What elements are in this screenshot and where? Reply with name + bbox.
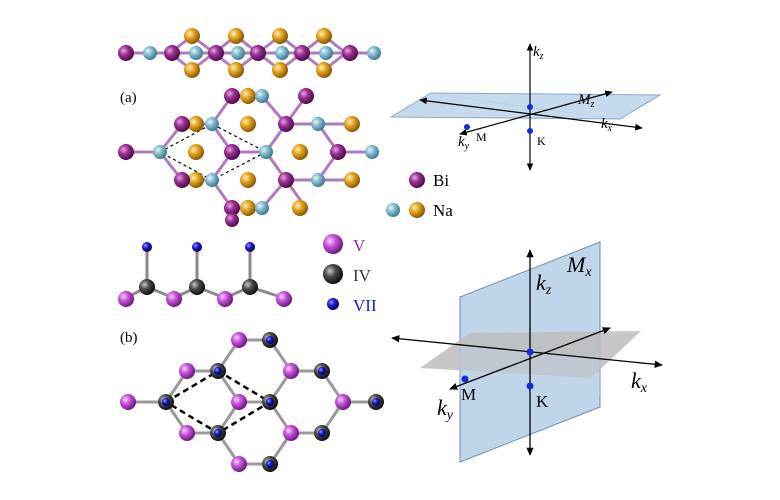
panel-a-legend: Bi Na xyxy=(386,171,453,220)
panel-a-label: (a) xyxy=(120,90,137,106)
panel-b-legend: V IV VII xyxy=(323,234,377,315)
legend-vii-label: VII xyxy=(353,296,377,315)
legend-iv-swatch xyxy=(323,264,343,284)
legend-vii-swatch xyxy=(327,298,339,310)
legend-bi-label: Bi xyxy=(433,171,449,190)
m-point-label: M xyxy=(476,130,487,144)
m-point-label-b: M xyxy=(461,385,476,404)
gamma-point-b xyxy=(526,348,534,356)
legend-v-label: V xyxy=(353,236,366,255)
kx-label: kx xyxy=(601,116,613,134)
ky-label-b: ky xyxy=(437,395,454,423)
ky-axis-b xyxy=(449,327,611,390)
k-point-label: K xyxy=(537,134,546,148)
legend-extra-swatch xyxy=(386,203,400,217)
legend-na-swatch xyxy=(409,202,425,218)
panel-b-label: (b) xyxy=(120,330,138,346)
m-point-b xyxy=(461,375,469,383)
panel-a-brillouin-zone: kz kx ky Mz M K xyxy=(389,43,662,171)
panel-b-top-view xyxy=(120,332,384,472)
panel-b-side-view xyxy=(118,242,292,307)
ky-label: ky xyxy=(458,134,470,152)
panel-a-side-view xyxy=(118,28,381,78)
k-point xyxy=(527,128,533,134)
mirror-mz-label: Mz xyxy=(577,92,595,110)
kz-label: kz xyxy=(533,44,544,62)
k-point-label-b: K xyxy=(536,392,549,411)
kx-label-b: kx xyxy=(631,368,648,396)
m-point xyxy=(464,124,470,130)
legend-na-label: Na xyxy=(433,201,453,220)
gamma-point xyxy=(527,104,533,110)
kz-label-b: kz xyxy=(536,270,552,298)
panel-b-brillouin-zone: kz Mx kx ky M K xyxy=(391,241,663,463)
k-point-b xyxy=(526,382,534,390)
legend-v-swatch xyxy=(323,234,343,254)
panel-a-top-view xyxy=(118,88,379,227)
ky-axis xyxy=(459,90,613,136)
legend-bi-swatch xyxy=(409,172,425,188)
mirror-mx-label: Mx xyxy=(566,252,592,280)
legend-iv-label: IV xyxy=(353,266,372,285)
